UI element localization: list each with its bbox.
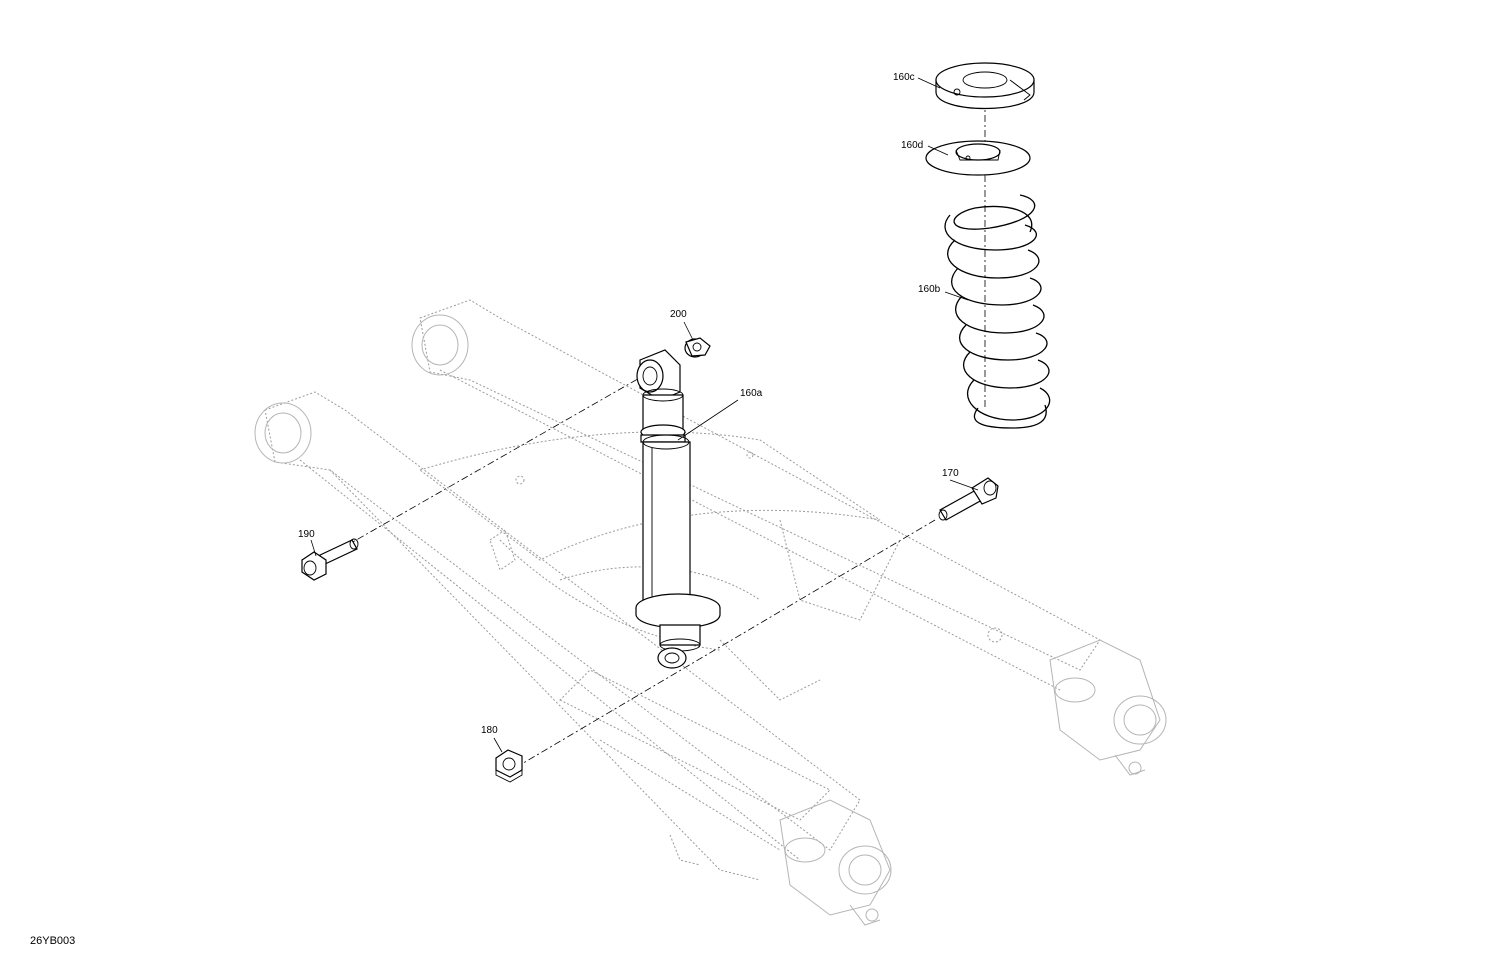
- swing-arm-frame: [254, 299, 1167, 926]
- callout-190: 190: [298, 529, 315, 540]
- leader-lines: [310, 77, 979, 753]
- callout-200: 200: [670, 309, 687, 320]
- callout-180: 180: [481, 725, 498, 736]
- nut-upper: [684, 337, 711, 358]
- callout-170: 170: [942, 468, 959, 479]
- coil-spring: [944, 194, 1051, 429]
- spring-seat-upper: [935, 62, 1035, 110]
- bolt-rear: [938, 477, 999, 521]
- callout-160a: 160a: [740, 388, 763, 399]
- diagram-reference-code: 26YB003: [30, 935, 75, 947]
- spring-seat-lower: [925, 140, 1031, 176]
- callout-160b: 160b: [918, 284, 941, 295]
- assembly-axis-lines: [329, 70, 986, 766]
- bolt-front: [301, 538, 359, 581]
- callout-160d: 160d: [901, 140, 923, 151]
- nut-lower: [495, 749, 523, 783]
- callout-160c: 160c: [893, 72, 915, 83]
- callout-labels: 160c 160d 160b 200 160a 170 190 180: [298, 72, 959, 736]
- shock-absorber: [635, 349, 721, 669]
